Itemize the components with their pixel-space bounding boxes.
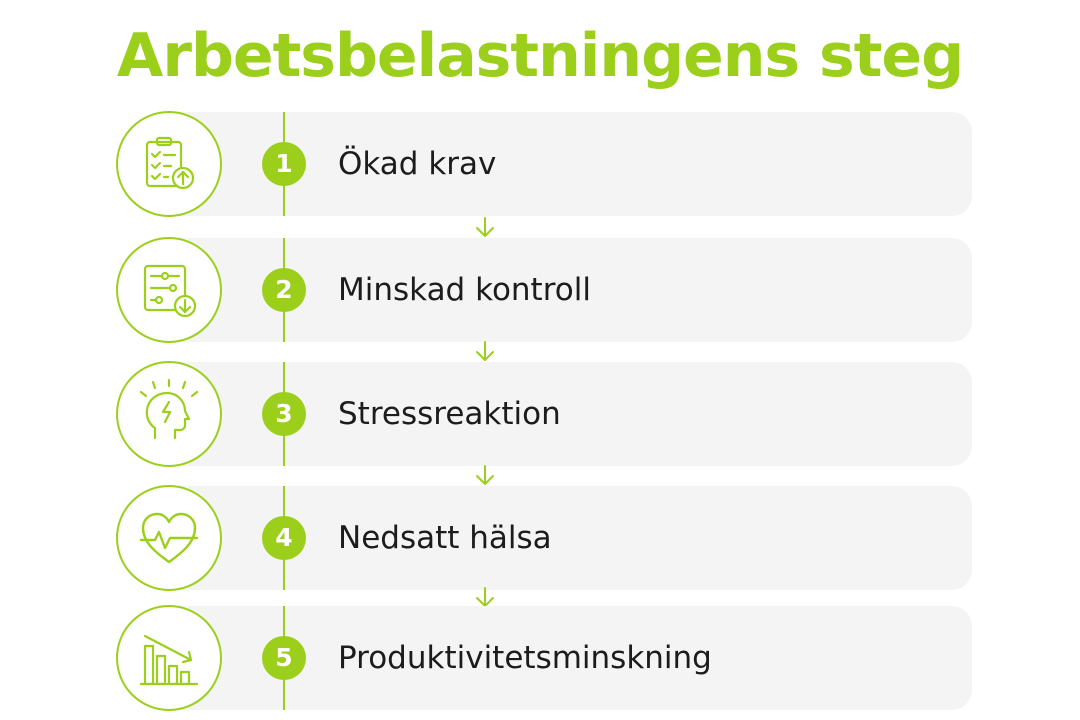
step-number-badge: 4 <box>262 516 306 560</box>
arrow-down-icon <box>476 465 494 485</box>
arrow-down-icon <box>476 341 494 361</box>
clipboard-checklist-arrow-up-icon <box>116 111 222 217</box>
arrow-down-icon <box>476 217 494 237</box>
step-number-badge: 5 <box>262 636 306 680</box>
step-number-badge: 3 <box>262 392 306 436</box>
step-label: Stressreaktion <box>338 396 561 432</box>
sliders-arrow-down-icon <box>116 237 222 343</box>
step-label: Ökad krav <box>338 146 497 182</box>
head-lightning-icon <box>116 361 222 467</box>
step-label: Nedsatt hälsa <box>338 520 552 556</box>
page-title: Arbetsbelastningens steg <box>116 21 964 91</box>
heart-pulse-icon <box>116 485 222 591</box>
step-number-badge: 2 <box>262 268 306 312</box>
step-label: Minskad kontroll <box>338 272 591 308</box>
step-number-badge: 1 <box>262 142 306 186</box>
bar-chart-decline-icon <box>116 605 222 711</box>
arrow-down-icon <box>476 587 494 607</box>
step-label: Produktivitetsminskning <box>338 640 712 676</box>
